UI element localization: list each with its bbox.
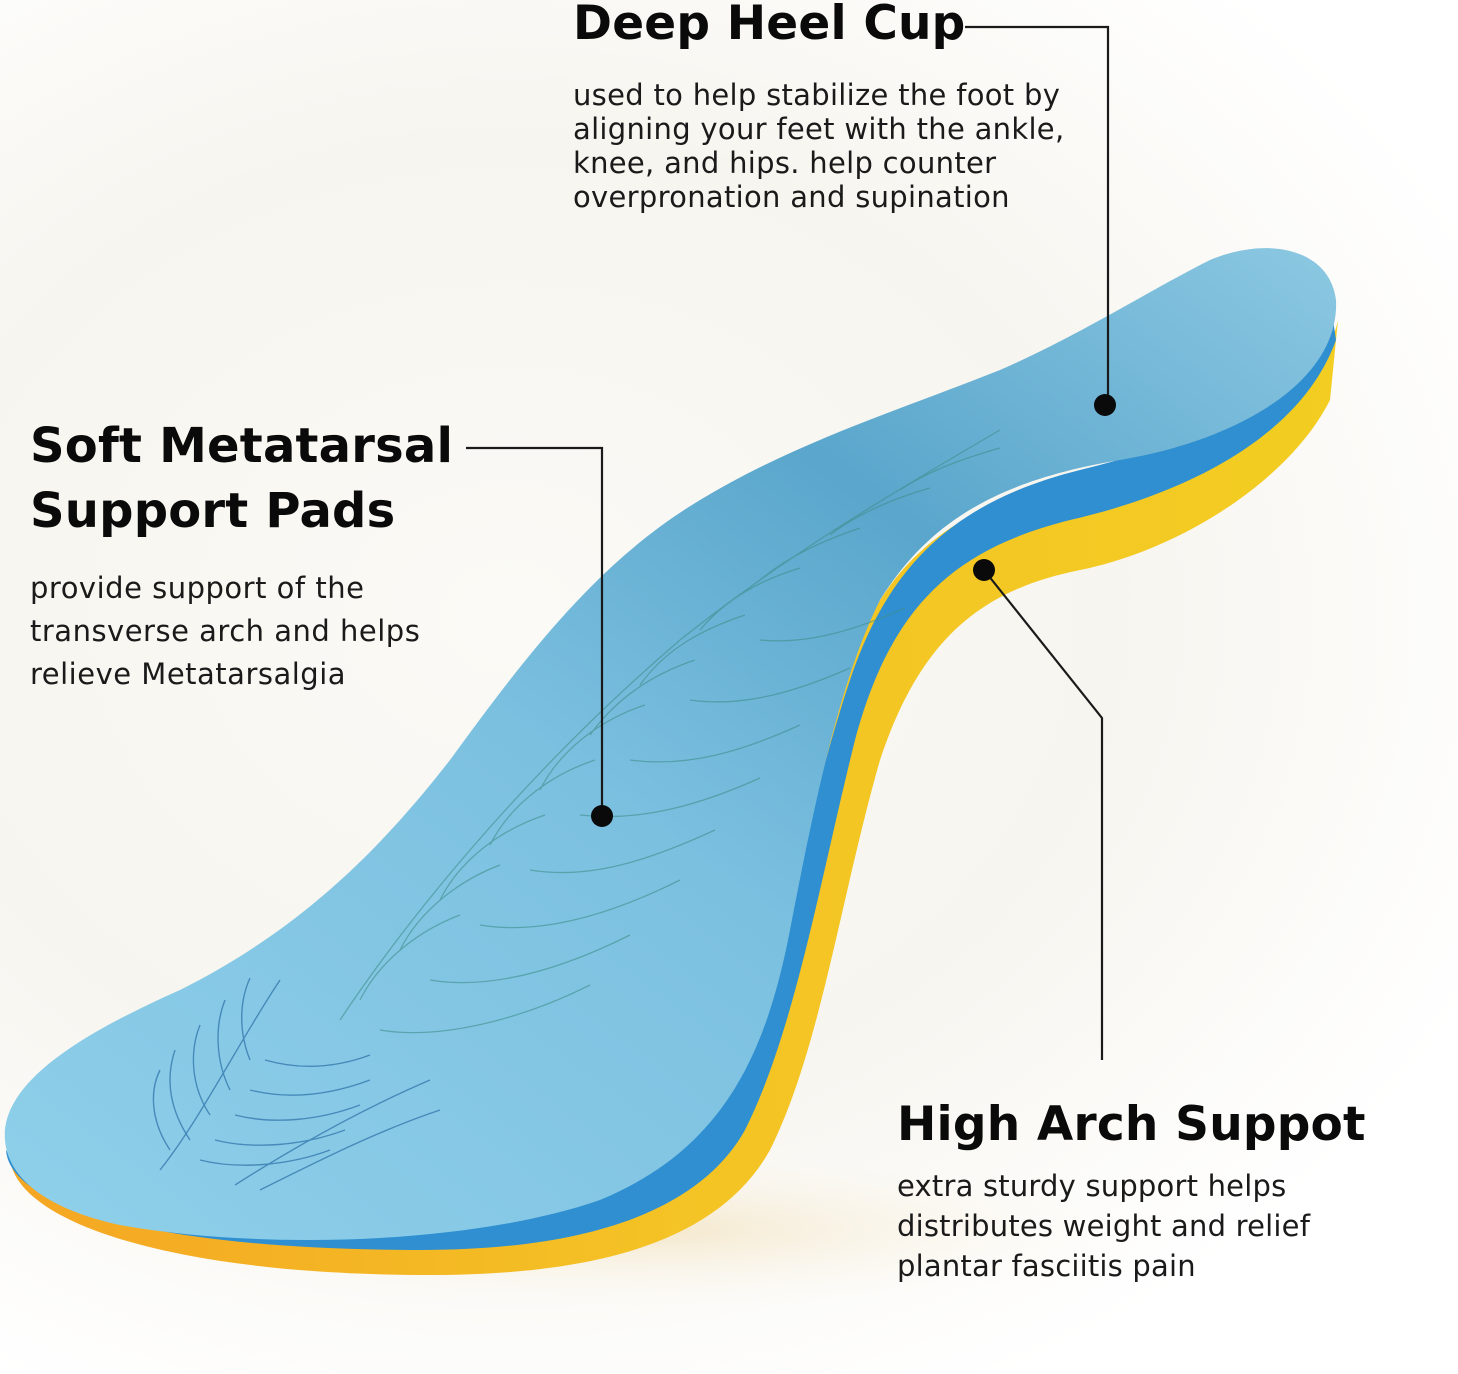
leaf-pattern-arch <box>339 429 1001 1034</box>
foam-base <box>10 320 1338 1275</box>
heel-cup-desc-line: used to help stabilize the foot by <box>573 78 1061 112</box>
metatarsal-title-line: Support Pads <box>30 483 396 539</box>
leader-line-metatarsal <box>466 446 604 816</box>
metatarsal-desc-line: transverse arch and helps <box>30 614 421 648</box>
leader-line-heel-cup <box>965 25 1110 405</box>
metatarsal-title-line: Soft Metatarsal <box>30 418 454 474</box>
arch-desc-line: plantar fasciitis pain <box>897 1249 1196 1283</box>
arch-description: extra sturdy support helps distributes w… <box>897 1166 1310 1286</box>
arch-desc-line: distributes weight and relief <box>897 1209 1311 1243</box>
heel-cup-title: Deep Heel Cup <box>573 0 966 51</box>
heel-cup-desc-line: overpronation and supination <box>573 180 1010 214</box>
callout-dot-heel-cup <box>1094 394 1116 416</box>
heel-cup-description: used to help stabilize the foot by align… <box>573 78 1064 214</box>
metatarsal-title: Soft Metatarsal Support Pads <box>30 414 453 544</box>
callout-dot-metatarsal <box>591 805 613 827</box>
leader-line-arch <box>983 569 1104 1060</box>
metatarsal-desc-line: provide support of the <box>30 571 365 605</box>
heel-cup-desc-line: knee, and hips. help counter <box>573 146 997 180</box>
metatarsal-description: provide support of the transverse arch a… <box>30 567 420 696</box>
callout-dot-arch <box>973 559 995 581</box>
insole-top-surface <box>4 248 1337 1240</box>
leaf-pattern-forefoot <box>152 977 441 1191</box>
arch-desc-line: extra sturdy support helps <box>897 1169 1287 1203</box>
insole-edge <box>6 300 1336 1250</box>
heel-cup-desc-line: aligning your feet with the ankle, <box>573 112 1065 146</box>
leader-lines <box>466 25 1110 1060</box>
metatarsal-desc-line: relieve Metatarsalgia <box>30 657 347 691</box>
arch-title: High Arch Suppot <box>897 1097 1366 1152</box>
